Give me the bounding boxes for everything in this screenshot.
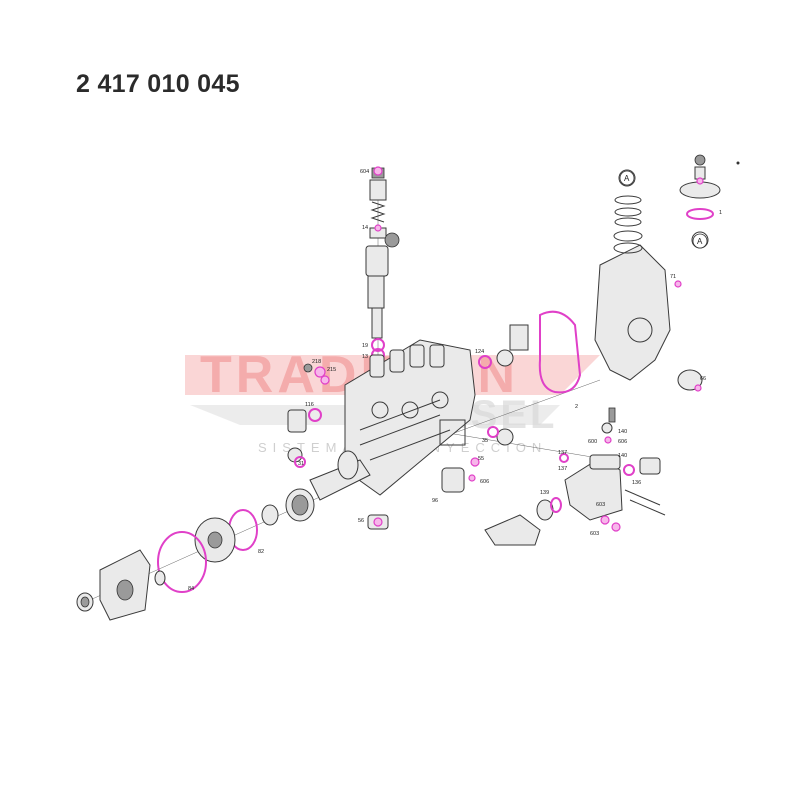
callout-14: 14: [362, 225, 368, 231]
callout-218: 218: [312, 359, 321, 365]
governor-housing: [594, 169, 703, 423]
callout-124: 124: [475, 349, 484, 355]
callout-140b: 140: [618, 453, 627, 459]
callouts: 604 14 19 13 218 215 116 31 124 2 1 71 6…: [188, 169, 722, 592]
callout-96: 96: [432, 498, 438, 504]
callout-606: 606: [618, 439, 627, 445]
callout-71: 71: [670, 274, 676, 280]
callout-35: 35: [482, 438, 488, 444]
callout-13: 13: [362, 354, 368, 360]
callout-606b: 606: [480, 479, 489, 485]
callout-600: 600: [588, 439, 597, 445]
callout-82: 82: [258, 549, 264, 555]
marker-a-right-bottom: A: [697, 237, 703, 246]
callout-56: 56: [358, 518, 364, 524]
cap-assembly: [679, 154, 721, 249]
callout-2: 2: [575, 404, 578, 410]
callout-140a: 140: [618, 429, 627, 435]
camshaft: [285, 450, 371, 522]
callout-215: 215: [327, 367, 336, 373]
callout-603a: 603: [590, 531, 599, 537]
callout-19: 19: [362, 343, 368, 349]
callout-603b: 603: [596, 502, 605, 508]
callout-137b: 137: [558, 466, 567, 472]
control-housing: [484, 422, 666, 546]
page-title: 2 417 010 045: [76, 70, 240, 98]
callout-136: 136: [632, 480, 641, 486]
callout-1: 1: [719, 210, 722, 216]
front-cover-assembly: [76, 504, 279, 621]
callout-84: 84: [188, 586, 194, 592]
section-markers: A A: [619, 161, 740, 249]
callout-66: 66: [700, 376, 706, 382]
plunger-assembly: [365, 166, 400, 362]
callout-139: 139: [540, 490, 549, 496]
callout-116: 116: [305, 402, 314, 408]
callout-55: 55: [478, 456, 484, 462]
callout-137a: 137: [558, 450, 567, 456]
marker-a-top: A: [624, 174, 630, 183]
callout-31: 31: [298, 461, 304, 467]
callout-604: 604: [360, 169, 369, 175]
fittings: [287, 310, 582, 530]
